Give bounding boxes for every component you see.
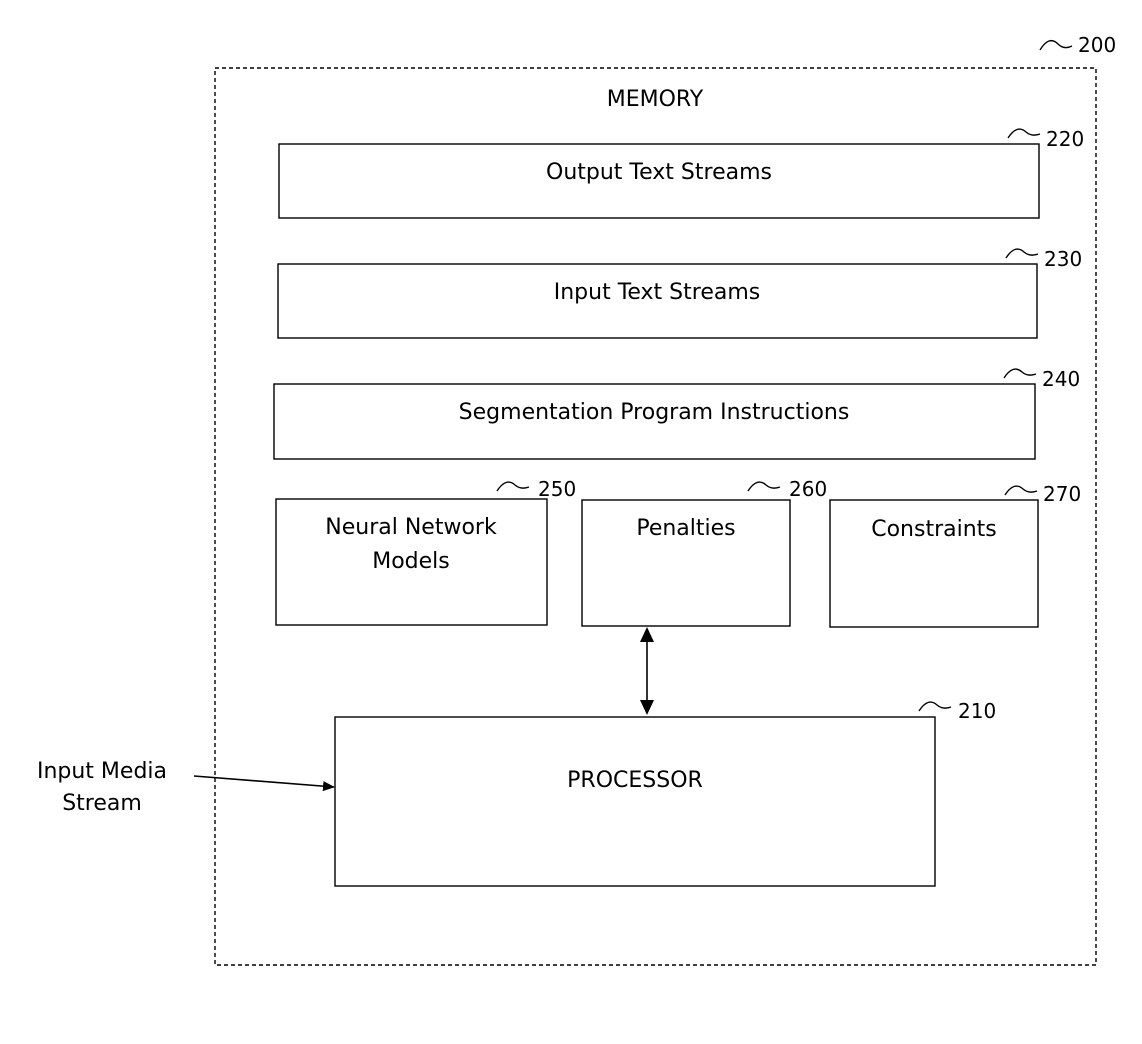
output-text-streams-ref: 220 <box>1046 127 1084 151</box>
neural-network-models-box <box>275 498 548 626</box>
processor-ref-squiggle <box>918 701 952 712</box>
penalties-label: Penalties <box>636 516 735 541</box>
processor-ref: 210 <box>958 699 996 723</box>
constraints-label: Constraints <box>871 517 997 542</box>
memory-ref-squiggle <box>1039 39 1073 51</box>
constraints-box <box>829 499 1039 628</box>
segmentation-program-instructions-box <box>273 383 1036 460</box>
processor-block: PROCESSOR 210 <box>334 699 996 887</box>
input-text-streams-ref: 230 <box>1044 247 1082 271</box>
processor-label: PROCESSOR <box>567 768 703 793</box>
penalties-ref-squiggle <box>747 481 781 492</box>
constraints-ref: 270 <box>1043 482 1081 506</box>
input-text-streams-box <box>277 263 1038 339</box>
connector-arrowhead-down <box>640 700 654 715</box>
penalties-box <box>581 499 791 627</box>
input-media-stream-arrow <box>193 775 335 792</box>
constraints-block: Constraints 270 <box>829 482 1081 628</box>
output-text-streams-block: Output Text Streams 220 <box>278 127 1084 219</box>
memory-ref: 200 <box>1078 33 1116 57</box>
constraints-ref-squiggle <box>1004 485 1038 496</box>
memory-container: 200 MEMORY <box>214 33 1116 966</box>
memory-title: MEMORY <box>607 87 704 112</box>
input-text-streams-block: Input Text Streams 230 <box>277 247 1082 339</box>
neural-network-models-label-line1: Neural Network <box>325 515 497 540</box>
input-text-streams-label: Input Text Streams <box>554 280 761 305</box>
segmentation-program-instructions-label: Segmentation Program Instructions <box>459 400 850 425</box>
neural-network-models-ref-squiggle <box>496 481 530 492</box>
output-text-streams-ref-squiggle <box>1007 128 1041 139</box>
input-media-stream: Input Media Stream <box>37 759 335 816</box>
segmentation-program-instructions-ref: 240 <box>1042 367 1080 391</box>
neural-network-models-block: Neural Network Models 250 <box>275 477 576 626</box>
penalties-ref: 260 <box>789 477 827 501</box>
neural-network-models-ref: 250 <box>538 477 576 501</box>
segmentation-program-instructions-ref-squiggle <box>1003 368 1037 379</box>
processor-box <box>334 716 936 887</box>
connector-arrowhead-up <box>640 627 654 642</box>
output-text-streams-box <box>278 143 1040 219</box>
input-media-stream-label-line1: Input Media <box>37 759 167 784</box>
output-text-streams-label: Output Text Streams <box>546 160 772 185</box>
input-media-stream-label-line2: Stream <box>62 791 142 816</box>
input-text-streams-ref-squiggle <box>1005 248 1039 259</box>
penalties-block: Penalties 260 <box>581 477 827 627</box>
segmentation-program-instructions-block: Segmentation Program Instructions 240 <box>273 367 1080 460</box>
neural-network-models-label-line2: Models <box>372 549 450 574</box>
